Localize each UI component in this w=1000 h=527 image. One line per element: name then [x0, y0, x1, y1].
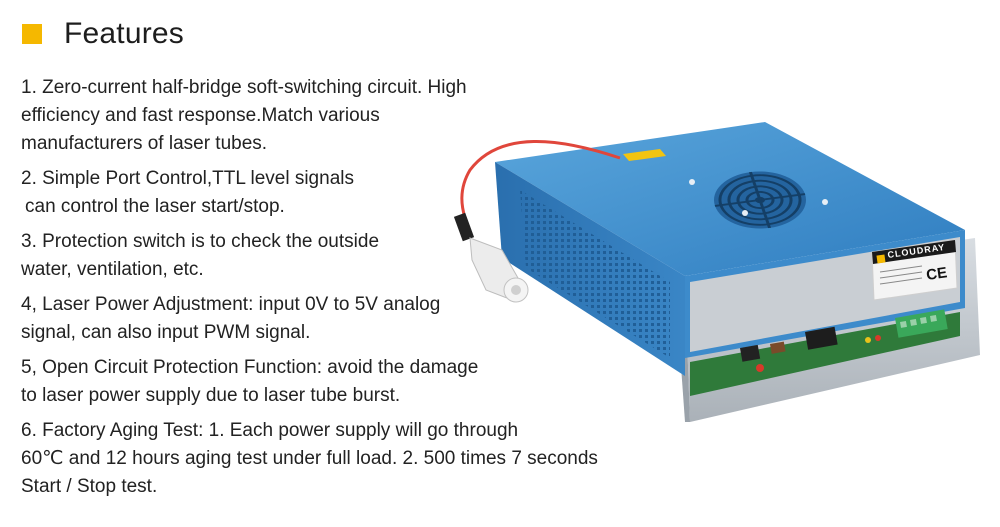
feature-list: 1. Zero-current half-bridge soft-switchi…: [21, 74, 661, 508]
feature-line: to laser power supply due to laser tube …: [21, 385, 401, 406]
feature-line: Start / Stop test.: [21, 476, 158, 497]
feature-line: can control the laser start/stop.: [25, 196, 285, 217]
laser-power-supply-image: CLOUDRAY CE: [453, 122, 980, 422]
feature-line: 4, Laser Power Adjustment: input 0V to 5…: [21, 294, 441, 315]
feature-line: 6. Factory Aging Test: 1. Each power sup…: [21, 420, 519, 441]
feature-item-1: 1. Zero-current half-bridge soft-switchi…: [21, 74, 661, 158]
feature-line: signal, can also input PWM signal.: [21, 322, 311, 343]
feature-line: manufacturers of laser tubes.: [21, 133, 268, 154]
feature-line: 5, Open Circuit Protection Function: avo…: [21, 357, 479, 378]
ce-mark: CE: [925, 264, 948, 284]
feature-line: 1. Zero-current half-bridge soft-switchi…: [21, 77, 467, 98]
section-header: Features: [22, 14, 184, 54]
feature-line: 60℃ and 12 hours aging test under full l…: [21, 448, 598, 469]
accent-square-icon: [22, 24, 42, 44]
circuit-board: [690, 309, 960, 396]
feature-line: 3. Protection switch is to check the out…: [21, 231, 380, 252]
feature-line: efficiency and fast response.Match vario…: [21, 105, 380, 126]
warning-sticker: [623, 149, 666, 161]
product-label: CLOUDRAY CE: [871, 239, 958, 301]
feature-line: 2. Simple Port Control,TTL level signals: [21, 168, 354, 189]
case-left-side: [495, 162, 685, 376]
feature-item-2: 2. Simple Port Control,TTL level signals…: [21, 165, 661, 221]
brand-logo-icon: [876, 254, 886, 264]
section-title: Features: [64, 17, 184, 50]
hv-connector: [453, 140, 621, 303]
feature-item-4: 4, Laser Power Adjustment: input 0V to 5…: [21, 291, 661, 347]
feature-item-6: 6. Factory Aging Test: 1. Each power sup…: [21, 417, 661, 501]
feature-item-3: 3. Protection switch is to check the out…: [21, 228, 661, 284]
fan-icon: [714, 171, 806, 229]
feature-line: water, ventilation, etc.: [21, 259, 204, 280]
feature-item-5: 5, Open Circuit Protection Function: avo…: [21, 354, 661, 410]
